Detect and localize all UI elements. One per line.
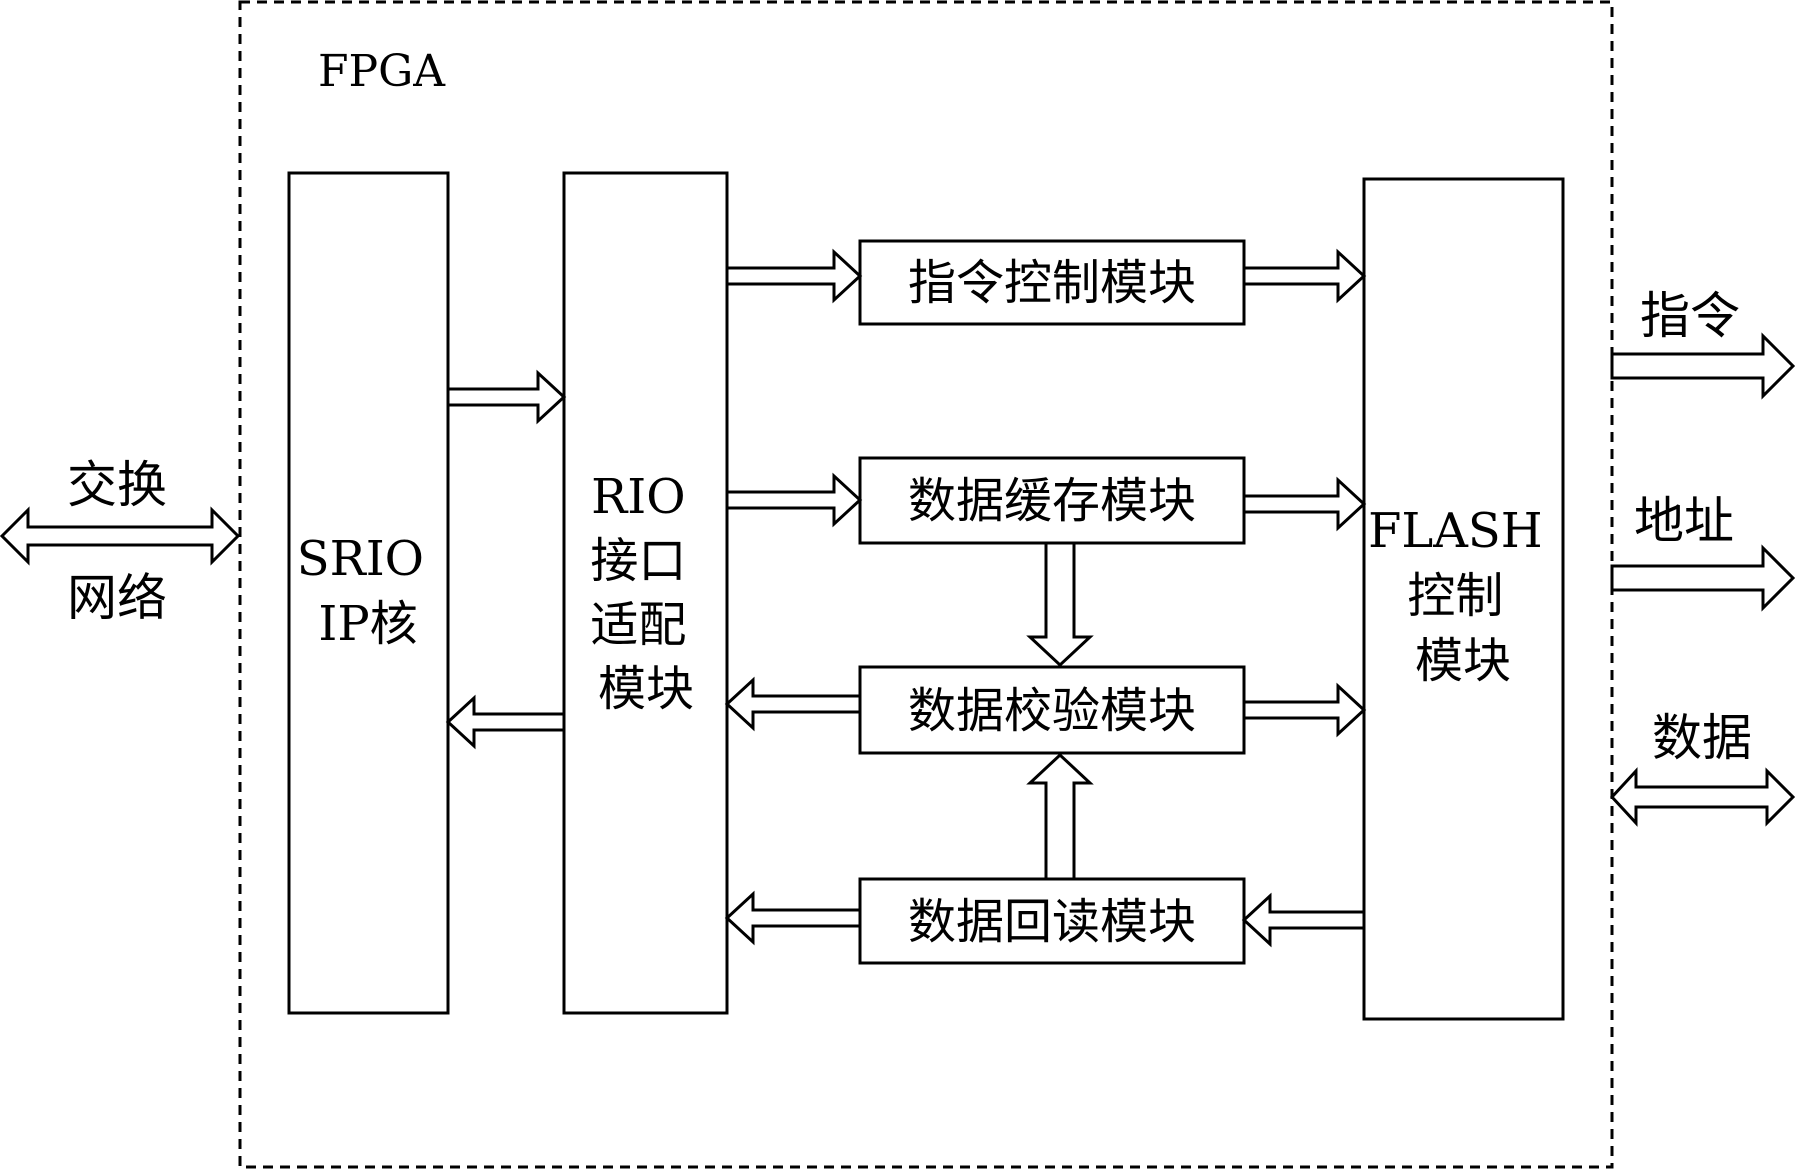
arrow-cmd-ctrl-to-flash xyxy=(1242,248,1367,304)
flash-ctrl-label-line3: 模块 xyxy=(1415,633,1511,689)
command-output-label: 指令 xyxy=(1640,287,1740,345)
flash-ctrl-label-line1: FLASH xyxy=(1368,503,1543,559)
arrow-data-check-to-flash xyxy=(1242,682,1367,738)
rio-adapter-label-line4: 模块 xyxy=(598,661,694,717)
fpga-label: FPGA xyxy=(318,46,446,97)
arrow-rio-to-srio xyxy=(445,694,566,750)
arrow-rio-to-cmd-ctrl xyxy=(725,248,863,304)
cmd-ctrl-label: 指令控制模块 xyxy=(908,255,1196,311)
srio-ip-block xyxy=(287,171,450,1015)
arrow-command-output xyxy=(1610,332,1795,400)
flash-ctrl-label: FLASH 控制 模块 xyxy=(1368,503,1558,689)
data-cache-label: 数据缓存模块 xyxy=(908,473,1196,529)
flash-ctrl-block xyxy=(1362,177,1565,1021)
arrow-switch-network-bidirectional xyxy=(0,506,241,566)
arrow-srio-to-rio xyxy=(446,369,567,425)
switch-network-label-line1: 交换 xyxy=(67,456,167,514)
address-output-label: 地址 xyxy=(1634,492,1734,550)
rio-adapter-label-line1: RIO xyxy=(591,469,685,525)
data-io-label: 数据 xyxy=(1652,709,1752,767)
srio-ip-label-line2: IP核 xyxy=(318,596,417,652)
rio-adapter-block xyxy=(562,171,729,1015)
arrows xyxy=(0,248,1795,948)
data-readback-label: 数据回读模块 xyxy=(908,894,1196,950)
arrow-flash-to-data-readback xyxy=(1241,892,1366,948)
data-check-label: 数据校验模块 xyxy=(908,683,1196,739)
arrow-data-check-to-rio xyxy=(724,676,862,732)
fpga-boundary xyxy=(238,0,1614,1169)
arrow-data-cache-to-data-check xyxy=(1026,541,1094,668)
arrow-rio-to-data-cache xyxy=(725,472,863,528)
flash-ctrl-label-line2: 控制 xyxy=(1407,568,1503,624)
rio-adapter-label-line3: 适配 xyxy=(590,597,686,653)
switch-network-label-line2: 网络 xyxy=(67,569,167,627)
arrow-data-readback-to-data-check xyxy=(1026,752,1094,881)
arrow-data-bidirectional xyxy=(1609,767,1795,827)
rio-adapter-label: RIO 接口 适配 模块 xyxy=(590,469,701,717)
arrow-address-output xyxy=(1610,544,1795,612)
rio-adapter-label-line2: 接口 xyxy=(590,533,686,589)
srio-ip-label-line1: SRIO xyxy=(297,531,424,587)
arrow-data-cache-to-flash xyxy=(1242,476,1367,532)
data-readback-block xyxy=(858,877,1246,965)
srio-ip-label: SRIO IP核 xyxy=(297,531,440,652)
data-cache-block xyxy=(858,456,1246,545)
data-check-block xyxy=(858,665,1246,755)
arrow-data-readback-to-rio xyxy=(724,890,862,946)
cmd-ctrl-block xyxy=(858,239,1246,326)
